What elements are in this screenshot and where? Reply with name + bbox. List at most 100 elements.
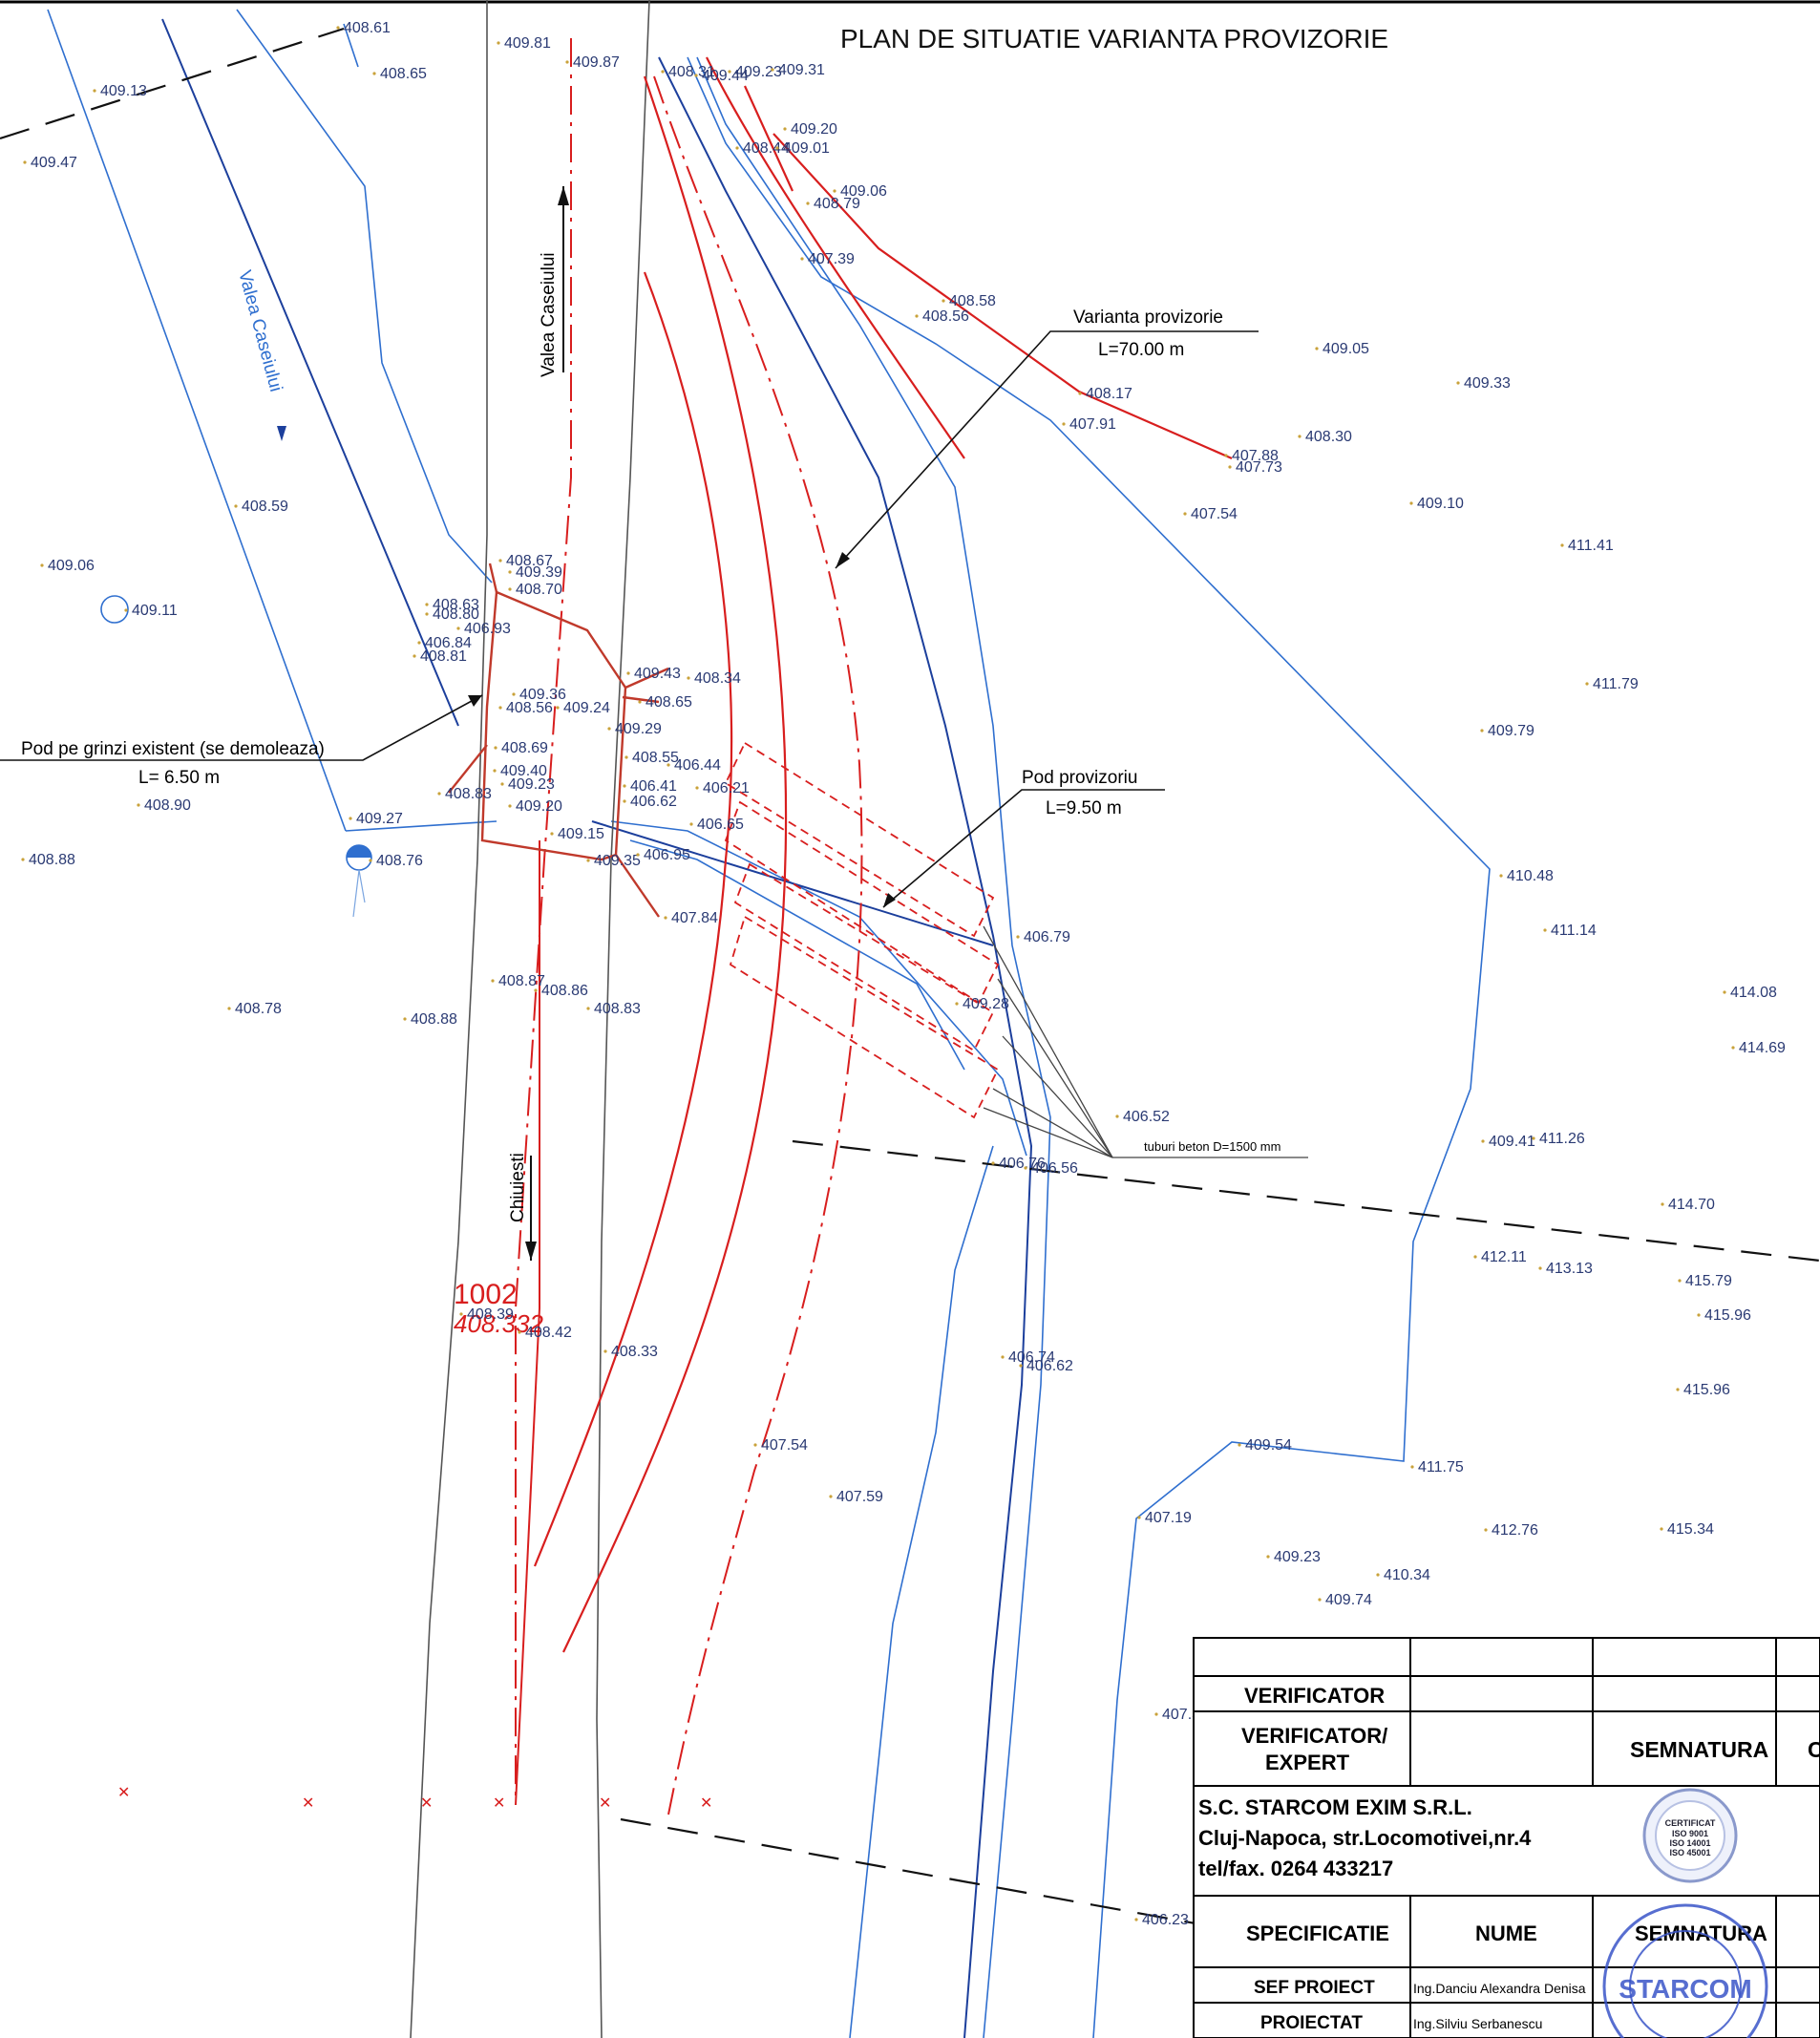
road-axis <box>515 38 572 1795</box>
arrow-head-icon <box>836 552 850 568</box>
creek-bank-bottom <box>345 820 497 832</box>
elevation-dot <box>942 299 945 303</box>
elevation-dot <box>735 146 739 150</box>
variant-axis <box>653 75 863 1815</box>
elevation-label: 407.54 <box>1191 506 1238 522</box>
elevation-label: 408.63 <box>433 597 479 613</box>
elevation-label: 409.81 <box>504 35 551 52</box>
svg-text:✕: ✕ <box>700 1795 712 1812</box>
elevation-dot <box>1543 928 1547 932</box>
sef-proiect-label: SEF PROIECT <box>1254 1978 1375 1998</box>
elevation-label: 411.75 <box>1418 1459 1464 1475</box>
elevation-label: 408.81 <box>420 648 467 665</box>
elevation-dot <box>336 26 340 30</box>
elevation-dot <box>991 1161 995 1165</box>
elevation-label: 406.21 <box>703 780 750 796</box>
elevation-dot <box>1019 1364 1023 1368</box>
elevation-label: 409.20 <box>516 798 562 815</box>
proiectat-label: PROIECTAT <box>1260 2013 1363 2033</box>
elevation-dot <box>369 859 372 862</box>
elevation-dot <box>1001 1355 1005 1359</box>
company-phone: tel/fax. 0264 433217 <box>1198 1857 1393 1880</box>
road-edge-blue-2 <box>696 56 1051 2038</box>
elevation-label: 406.52 <box>1123 1109 1170 1125</box>
elevation-label: 409.23 <box>508 776 555 793</box>
elevation-label: 415.96 <box>1683 1382 1730 1398</box>
elevation-label: 409.31 <box>778 62 825 78</box>
elevation-dot <box>93 89 96 93</box>
section-line-bottom <box>620 1817 1280 1941</box>
elevation-label: 409.74 <box>1325 1592 1372 1608</box>
title-block: VERIFICATOR VERIFICATOR/EXPERT SEMNATURA… <box>1193 1637 1820 2038</box>
elevation-dot <box>227 1007 231 1010</box>
elevation-dot <box>234 504 238 508</box>
temporary-bridge <box>724 741 1000 1119</box>
elevation-dot <box>1266 1555 1270 1559</box>
elevation-dot <box>1115 1115 1119 1118</box>
leader-pod-existent <box>0 694 483 761</box>
elevation-label: 407.88 <box>1232 448 1279 464</box>
company-name: S.C. STARCOM EXIM S.R.L. <box>1198 1795 1472 1819</box>
elevation-dot <box>1532 1136 1535 1140</box>
elevation-label: 408.17 <box>1086 386 1132 402</box>
creek-lower-bank <box>849 1145 994 2038</box>
elevation-label: 408.61 <box>344 20 391 36</box>
elevation-label: 406.56 <box>1031 1160 1078 1177</box>
elevation-label: 408.83 <box>445 786 492 802</box>
elevation-label: 409.35 <box>594 853 641 869</box>
elevation-label: 409.11 <box>132 603 178 619</box>
elevation-dot <box>417 641 421 645</box>
elevation-label: 411.26 <box>1539 1131 1585 1147</box>
elevation-label: 408.83 <box>594 1001 641 1017</box>
elevation-dot <box>1062 422 1066 426</box>
elevation-label: 409.54 <box>1245 1437 1292 1454</box>
elevation-dot <box>1731 1046 1735 1050</box>
elevation-dot <box>425 612 429 616</box>
elevation-dot <box>1585 682 1589 686</box>
elevation-label: 409.06 <box>48 558 95 574</box>
elevation-dot <box>1224 454 1228 457</box>
elevation-label: 415.34 <box>1667 1521 1714 1538</box>
elevation-label: 408.59 <box>242 499 288 515</box>
elevation-dot <box>661 70 665 74</box>
elevation-dot <box>21 858 25 861</box>
elevation-dot <box>1228 465 1232 469</box>
elevation-label: 407.54 <box>761 1437 808 1454</box>
svg-text:✕: ✕ <box>117 1785 130 1801</box>
elevation-dot <box>1456 381 1460 385</box>
elevation-label: 406.84 <box>425 635 472 651</box>
elevation-label: 409.20 <box>791 121 837 138</box>
road-edge-blue <box>658 56 1033 2038</box>
elevation-label: 409.41 <box>1489 1134 1535 1150</box>
elevation-label: 409.43 <box>634 666 681 682</box>
temp-bridge-box-1 <box>724 741 995 938</box>
terrain-boundary <box>687 56 1491 2038</box>
elevation-dot <box>775 146 779 150</box>
elevation-label: 406.93 <box>464 621 511 637</box>
elevation-dot <box>550 832 554 836</box>
elevation-dot <box>1024 1166 1027 1170</box>
elevation-label: 406.62 <box>630 794 677 810</box>
elevation-dot <box>1315 347 1319 350</box>
elevation-label: 409.01 <box>783 140 830 157</box>
pod-provizoriu-label: Pod provizoriu <box>1022 768 1137 788</box>
elevation-dot <box>494 746 497 750</box>
elevation-label: 409.23 <box>1274 1549 1321 1565</box>
elevation-dot <box>586 859 590 862</box>
elevation-dot <box>603 1349 607 1353</box>
elevation-dot <box>694 74 698 77</box>
elevation-label: 409.28 <box>963 996 1009 1012</box>
elevation-label: 408.42 <box>525 1325 572 1341</box>
elevation-dot <box>491 979 495 983</box>
variant-edge-right <box>562 75 788 1653</box>
elevation-label: 408.67 <box>506 553 553 569</box>
elevation-label: 410.48 <box>1507 868 1554 884</box>
elevation-dot <box>425 603 429 606</box>
elevation-label: 407.84 <box>671 910 718 926</box>
elevation-label: 409.10 <box>1417 496 1464 512</box>
tuburi-label: tuburi beton D=1500 mm <box>1144 1139 1280 1154</box>
elevation-dot <box>1481 1139 1485 1143</box>
